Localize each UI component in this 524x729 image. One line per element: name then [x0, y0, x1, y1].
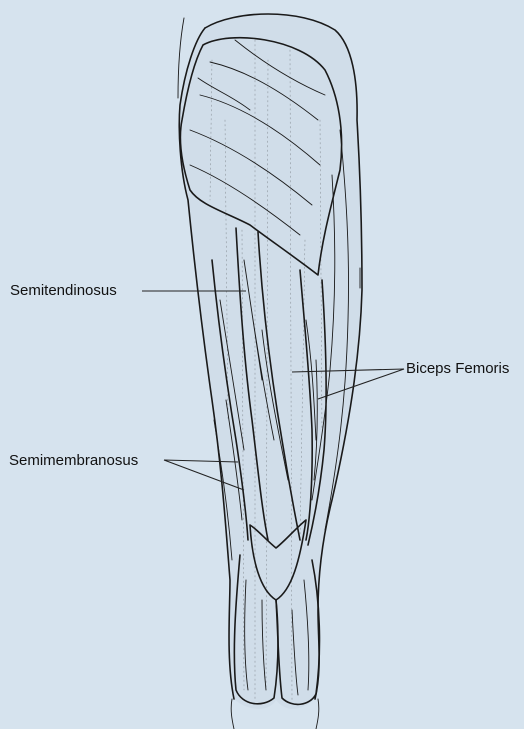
- label-semimembranosus: Semimembranosus: [9, 452, 138, 470]
- label-biceps-femoris: Biceps Femoris: [406, 360, 509, 378]
- label-semitendinosus: Semitendinosus: [10, 282, 117, 300]
